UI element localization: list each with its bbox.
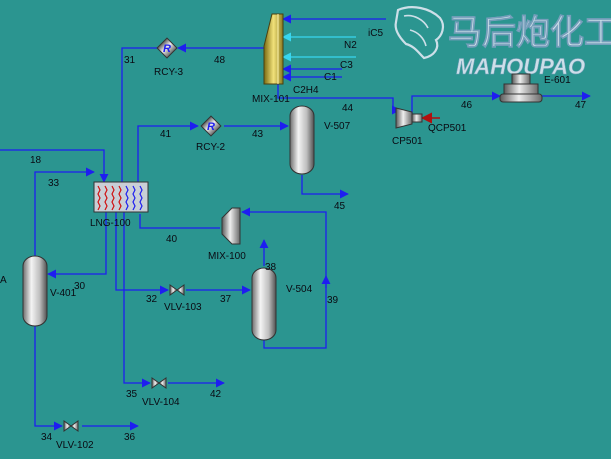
label-stream-43: 43: [252, 129, 264, 140]
cp501-compressor[interactable]: [395, 107, 423, 129]
label-stream-32: 32: [146, 294, 158, 305]
label-vlv-102: VLV-102: [56, 440, 94, 451]
rcy-3-unit[interactable]: R: [156, 37, 178, 59]
label-stream-30: 30: [74, 281, 86, 292]
stream-44-line[interactable]: [277, 84, 401, 115]
v-504-vessel[interactable]: [251, 267, 277, 341]
label-vlv-104: VLV-104: [142, 397, 180, 408]
rcy-3-symbol: R: [163, 43, 171, 55]
label-mix-100: MIX-100: [208, 251, 246, 262]
stream-45-line[interactable]: [301, 175, 349, 199]
label-v-401: V-401: [50, 288, 77, 299]
label-n2: N2: [344, 40, 357, 51]
label-stream-47: 47: [575, 100, 587, 111]
label-c3: C3: [340, 60, 353, 71]
v-401-vessel[interactable]: [22, 255, 48, 327]
label-v-504: V-504: [286, 284, 313, 295]
stream-35-line[interactable]: [123, 212, 151, 388]
stream-46-line[interactable]: [411, 91, 501, 118]
label-stream-42: 42: [210, 389, 222, 400]
label-stream-36: 36: [124, 432, 136, 443]
stream-33-line[interactable]: [34, 167, 95, 258]
label-e-601: E-601: [544, 75, 571, 86]
label-c1: C1: [324, 72, 337, 83]
watermark-cn: 马后炮化工: [448, 14, 611, 52]
label-rcy-3: RCY-3: [154, 67, 184, 78]
label-stream-35: 35: [126, 389, 138, 400]
vlv-103-valve[interactable]: [169, 284, 185, 296]
lng-100-exchanger[interactable]: [93, 181, 149, 213]
label-vlv-103: VLV-103: [164, 302, 202, 313]
rcy-2-symbol: R: [207, 121, 215, 133]
mix-100-unit[interactable]: [221, 207, 241, 245]
label-stream-40: 40: [166, 234, 178, 245]
label-stream-18: 18: [30, 155, 42, 166]
label-stream-41: 41: [160, 129, 172, 140]
label-stream-33: 33: [48, 178, 60, 189]
stream-41-line[interactable]: [137, 121, 199, 183]
label-cp501: CP501: [392, 136, 423, 147]
stream-31-line[interactable]: [121, 47, 158, 182]
rcy-2-unit[interactable]: R: [200, 115, 222, 137]
label-edge-a: A: [0, 275, 7, 286]
stream-34-line[interactable]: [34, 326, 63, 431]
label-stream-34: 34: [41, 432, 53, 443]
watermark-en: MAHOUPAO: [456, 54, 585, 79]
stream-39-line[interactable]: [241, 207, 327, 349]
label-stream-38: 38: [265, 262, 277, 273]
label-v-507: V-507: [324, 121, 351, 132]
label-mix-101: MIX-101: [252, 94, 290, 105]
label-stream-31: 31: [124, 55, 136, 66]
label-qcp501: QCP501: [428, 123, 467, 134]
label-stream-44: 44: [342, 103, 354, 114]
label-lng-100: LNG-100: [90, 218, 131, 229]
watermark-logo: 马后炮化工 MAHOUPAO: [394, 6, 611, 79]
label-ic5: iC5: [368, 28, 383, 39]
stream-30-line[interactable]: [47, 212, 107, 279]
label-stream-46: 46: [461, 100, 473, 111]
label-stream-37: 37: [220, 294, 232, 305]
label-stream-39: 39: [327, 295, 339, 306]
label-stream-48: 48: [214, 55, 226, 66]
vlv-102-valve[interactable]: [63, 420, 79, 432]
label-stream-45: 45: [334, 201, 346, 212]
label-rcy-2: RCY-2: [196, 142, 226, 153]
horse-head-icon: [394, 6, 445, 60]
v-507-vessel[interactable]: [289, 105, 315, 175]
stream-18-line[interactable]: [0, 149, 109, 183]
e-601-unit[interactable]: [499, 73, 543, 103]
vlv-104-valve[interactable]: [151, 377, 167, 389]
stream-40-line[interactable]: [139, 214, 220, 229]
stream-32-line[interactable]: [115, 212, 169, 295]
mix-101-unit[interactable]: [263, 13, 284, 85]
label-c2h4: C2H4: [293, 85, 319, 96]
